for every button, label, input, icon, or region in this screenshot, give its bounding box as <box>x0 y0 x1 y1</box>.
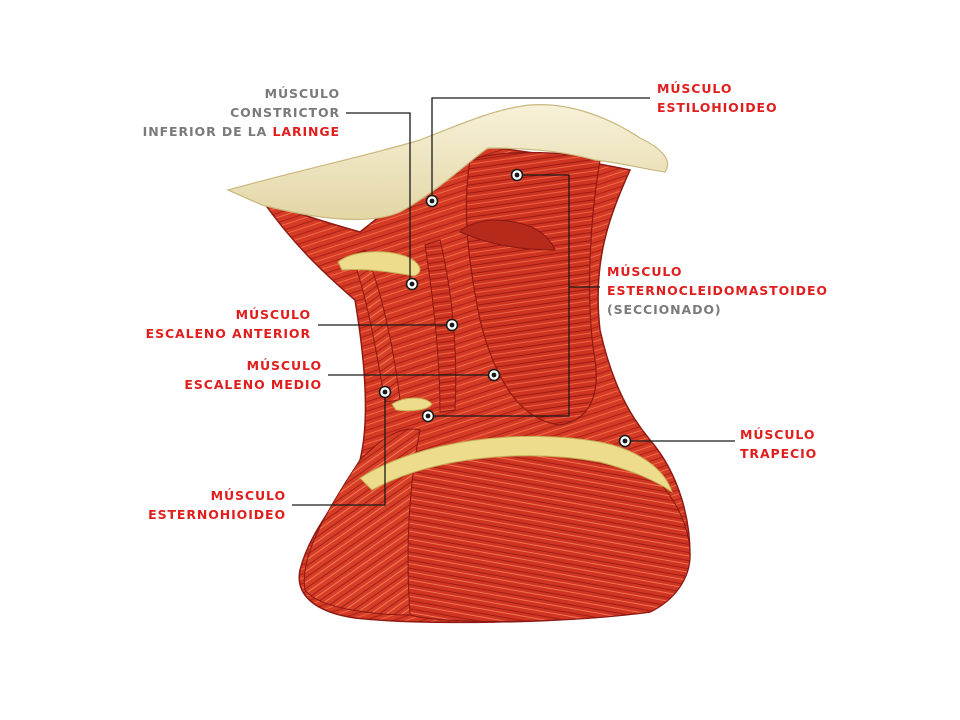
label-constrictor: MÚSCULO CONSTRICTOR INFERIOR DE LA LARIN… <box>130 84 340 141</box>
dot-escaleno-anterior <box>445 318 459 332</box>
label-estilohioideo: MÚSCULO ESTILOHIOIDEO <box>657 79 778 117</box>
dot-estilohioideo <box>425 194 439 208</box>
label-esternohioideo-line1: MÚSCULO <box>210 488 286 503</box>
pointer-dots <box>378 168 632 448</box>
leader-esternocleidomastoideo <box>517 174 600 288</box>
label-trapecio-line1: MÚSCULO <box>740 427 816 442</box>
label-esternohioideo: MÚSCULO ESTERNOHIOIDEO <box>100 486 286 524</box>
omohyoid-tendon <box>391 397 433 412</box>
label-constrictor-line1: MÚSCULO <box>264 86 340 101</box>
label-trapecio-line2: TRAPECIO <box>740 446 818 461</box>
label-constrictor-line3-prefix: INFERIOR DE LA <box>142 124 268 139</box>
label-ecm-line3: (SECCIONADO) <box>607 302 722 317</box>
clavicle-tendon <box>359 435 673 494</box>
label-escaleno-anterior-line1: MÚSCULO <box>235 307 311 322</box>
leader-estilohioideo <box>431 97 650 201</box>
label-escaleno-medio-line1: MÚSCULO <box>246 358 322 373</box>
dot-esternohioideo <box>378 385 392 399</box>
dot-trapecio <box>618 434 632 448</box>
label-ecm-line1: MÚSCULO <box>607 264 683 279</box>
dot-esternocleidomastoideo <box>510 168 524 182</box>
leader-esternocleidomastoideo-2 <box>428 287 570 417</box>
esternocleidomastoideo-cut <box>459 219 556 251</box>
hyoid-tendon <box>337 251 421 277</box>
label-ecm-line2: ESTERNOCLEIDOMASTOIDEO <box>607 283 828 298</box>
jaw-skin-shape <box>226 104 669 221</box>
label-constrictor-line3-accent: LARINGE <box>272 124 340 139</box>
label-constrictor-line2: CONSTRICTOR <box>230 105 340 120</box>
label-escaleno-medio: MÚSCULO ESCALENO MEDIO <box>120 356 322 394</box>
label-escaleno-anterior-line2: ESCALENO ANTERIOR <box>145 326 311 341</box>
label-esternohioideo-line2: ESTERNOHIOIDEO <box>148 507 286 522</box>
dot-esternocleidomastoideo-lower <box>421 409 435 423</box>
label-escaleno-medio-line2: ESCALENO MEDIO <box>184 377 322 392</box>
label-trapecio: MÚSCULO TRAPECIO <box>740 425 817 463</box>
label-esternocleidomastoideo: MÚSCULO ESTERNOCLEIDOMASTOIDEO (SECCIONA… <box>607 262 828 319</box>
label-escaleno-anterior: MÚSCULO ESCALENO ANTERIOR <box>110 305 311 343</box>
dot-constrictor <box>405 277 419 291</box>
escaleno-anterior-shape <box>424 239 457 413</box>
label-estilohioideo-line2: ESTILOHIOIDEO <box>657 100 778 115</box>
label-estilohioideo-line1: MÚSCULO <box>657 81 733 96</box>
leader-esternohioideo <box>292 392 386 506</box>
dot-escaleno-medio <box>487 368 501 382</box>
